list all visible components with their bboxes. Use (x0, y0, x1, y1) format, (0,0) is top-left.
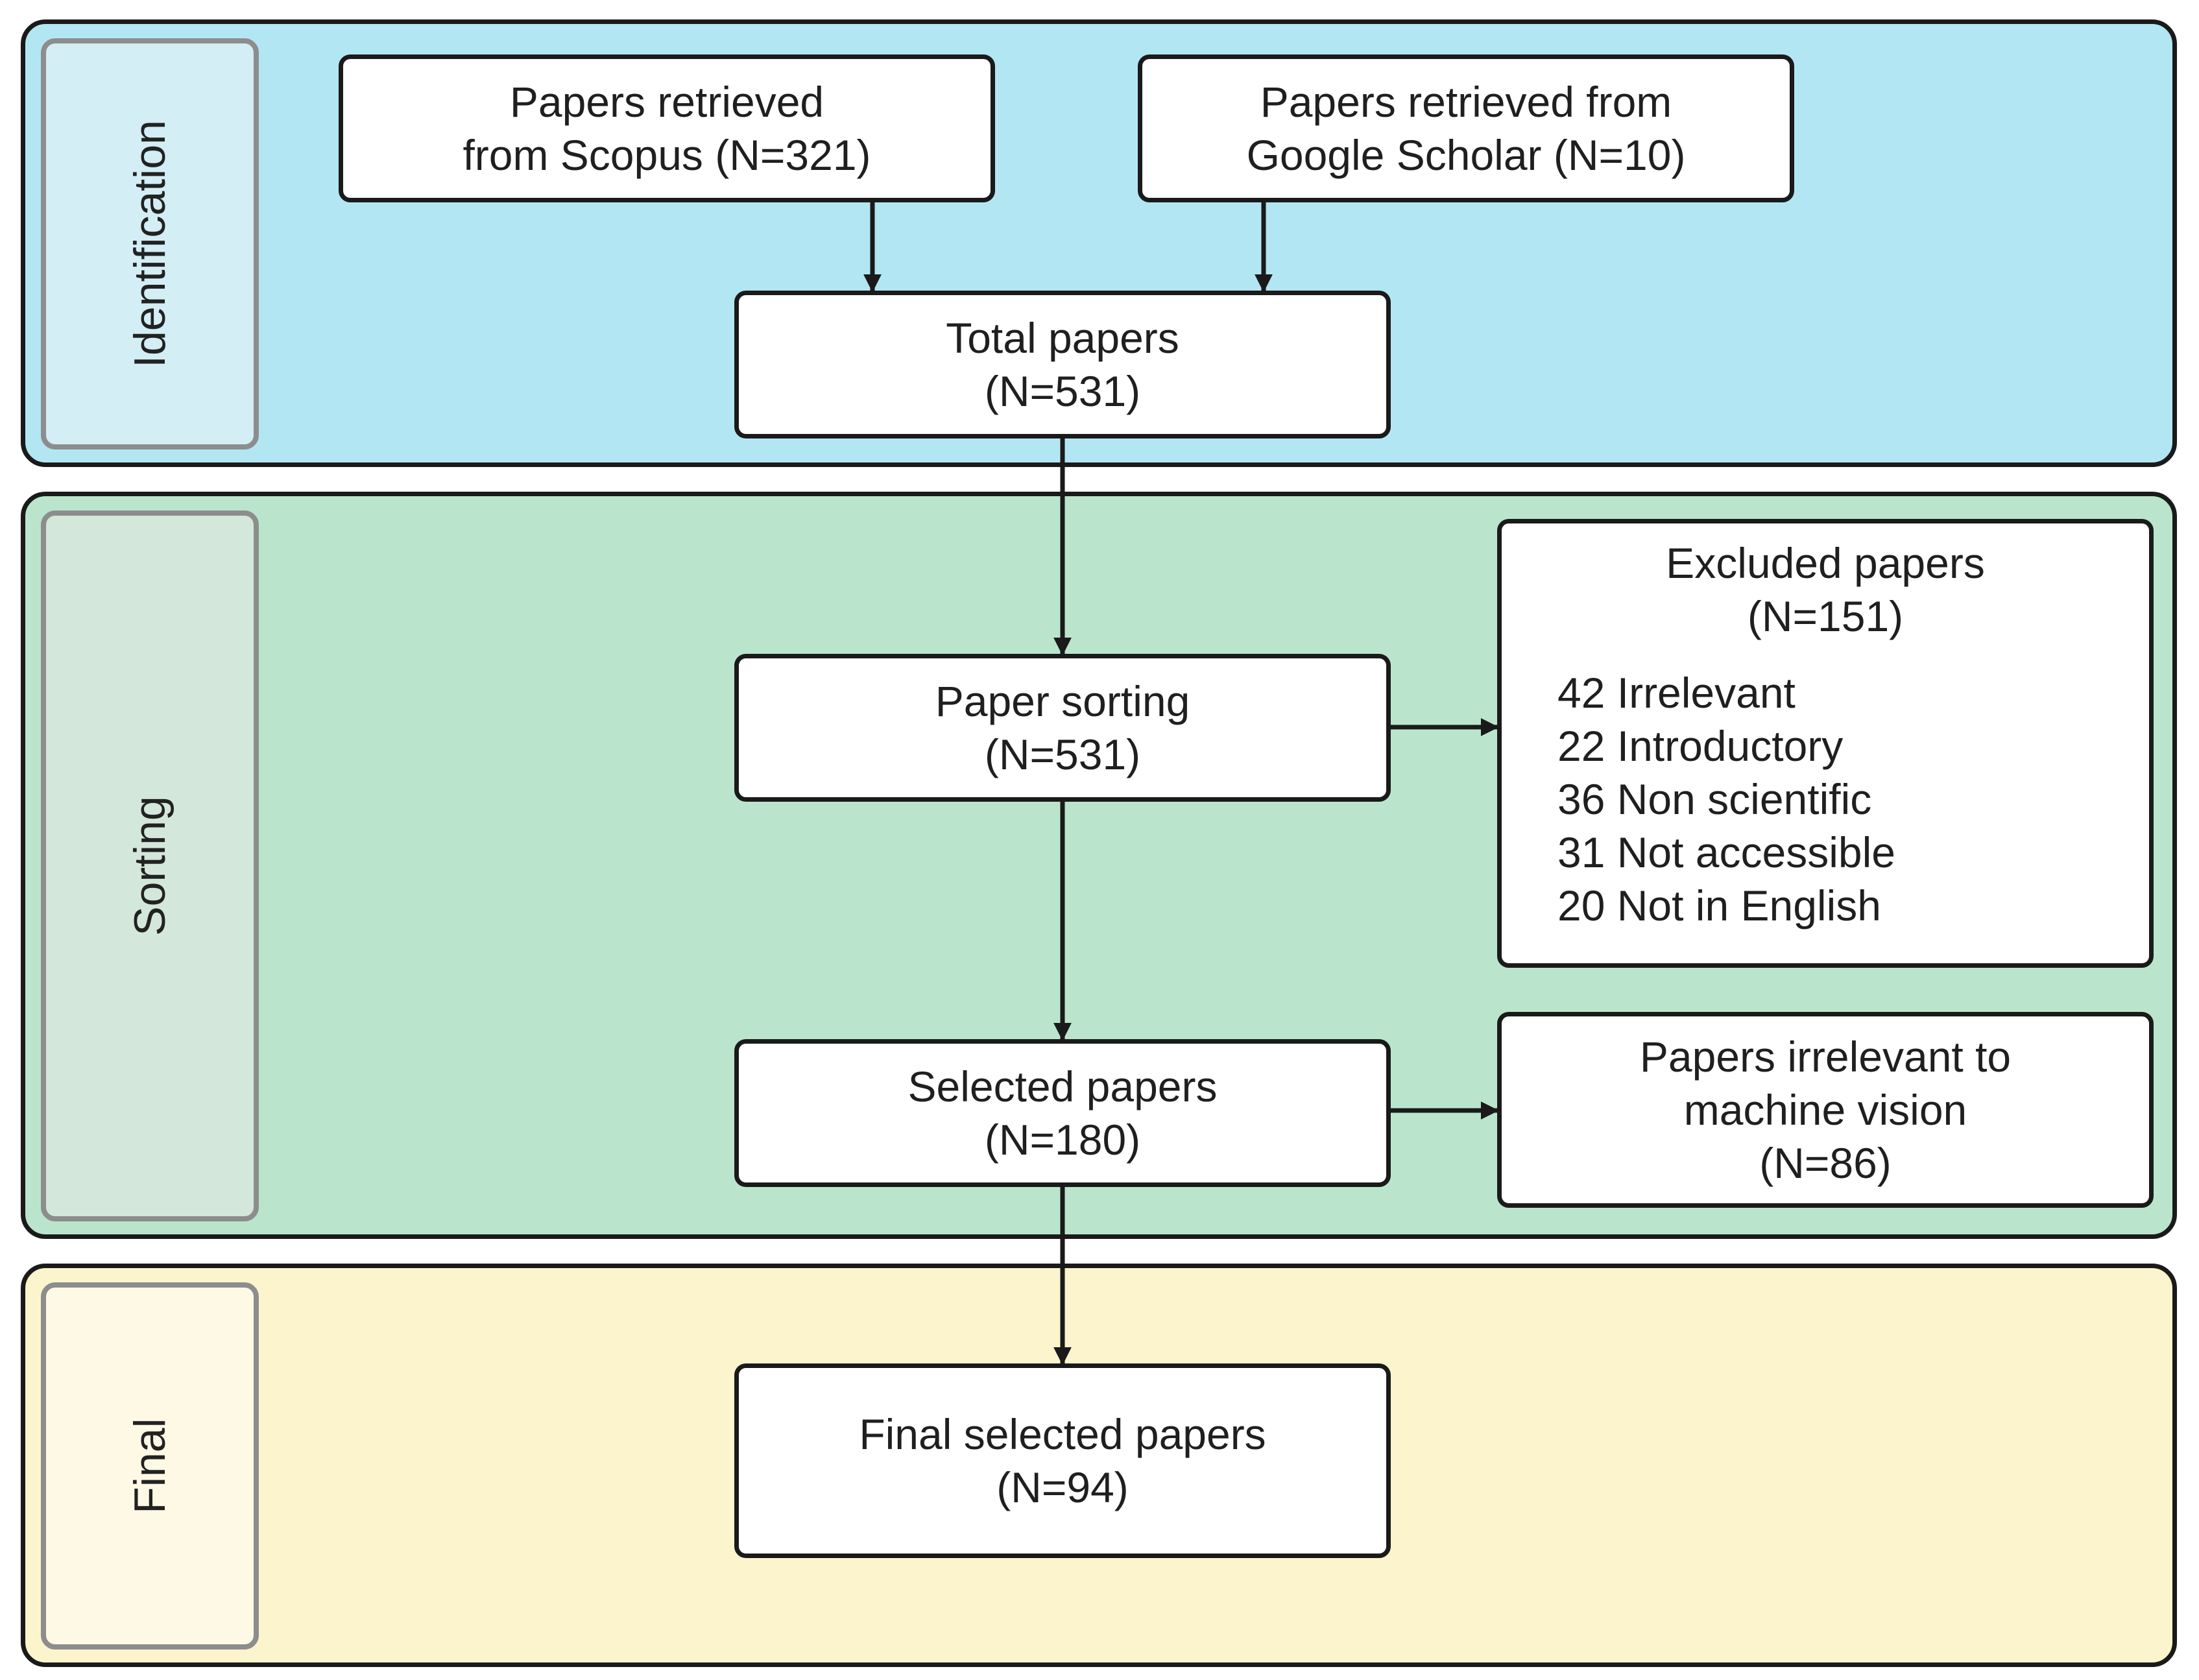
selected-papers-line-2: (N=180) (984, 1116, 1141, 1164)
identification-stage-tag: Identification (41, 38, 259, 450)
selected-papers-box: Selected papers (N=180) (734, 1039, 1391, 1187)
excluded-papers-title-line-1: Excluded papers (1666, 539, 1985, 587)
google-scholar-papers-line-2: Google Scholar (N=10) (1246, 131, 1686, 179)
irrelevant-papers-box: Papers irrelevant to machine vision (N=8… (1497, 1012, 2154, 1208)
exclusion-reason-item: 31 Not accessible (1557, 828, 1895, 876)
final-selected-papers-box: Final selected papers (N=94) (734, 1363, 1391, 1558)
paper-sorting-line-1: Paper sorting (935, 677, 1190, 725)
exclusion-reason-item: 20 Not in English (1557, 882, 1881, 930)
excluded-papers-title-line-2: (N=151) (1747, 592, 1904, 640)
irrelevant-papers-line-2: machine vision (1683, 1086, 1967, 1134)
exclusion-reason-item: 36 Non scientific (1557, 775, 1872, 823)
final-selected-papers-line-2: (N=94) (996, 1463, 1129, 1511)
google-scholar-papers-box: Papers retrieved from Google Scholar (N=… (1138, 54, 1794, 202)
paper-sorting-box: Paper sorting (N=531) (734, 654, 1391, 802)
google-scholar-papers-line-1: Papers retrieved from (1260, 78, 1672, 126)
exclusion-reason-item: 42 Irrelevant (1557, 669, 1796, 717)
final-stage-tag: Final (41, 1282, 259, 1650)
total-papers-line-1: Total papers (946, 314, 1179, 362)
exclusion-reasons-list: 42 Irrelevant 22 Introductory 36 Non sci… (1557, 666, 1895, 932)
scopus-papers-line-1: Papers retrieved (509, 78, 824, 126)
scopus-papers-box: Papers retrieved from Scopus (N=321) (339, 54, 995, 202)
paper-sorting-line-2: (N=531) (984, 730, 1141, 778)
selected-papers-line-1: Selected papers (907, 1062, 1218, 1110)
irrelevant-papers-line-1: Papers irrelevant to (1639, 1033, 2012, 1081)
exclusion-reason-item: 22 Introductory (1557, 722, 1844, 770)
total-papers-line-2: (N=531) (984, 367, 1141, 415)
total-papers-box: Total papers (N=531) (734, 291, 1391, 438)
excluded-papers-box: Excluded papers (N=151) 42 Irrelevant 22… (1497, 519, 2154, 968)
final-selected-papers-line-1: Final selected papers (859, 1410, 1266, 1458)
scopus-papers-line-2: from Scopus (N=321) (463, 131, 871, 179)
sorting-stage-tag: Sorting (41, 510, 259, 1221)
irrelevant-papers-line-3: (N=86) (1759, 1139, 1892, 1187)
